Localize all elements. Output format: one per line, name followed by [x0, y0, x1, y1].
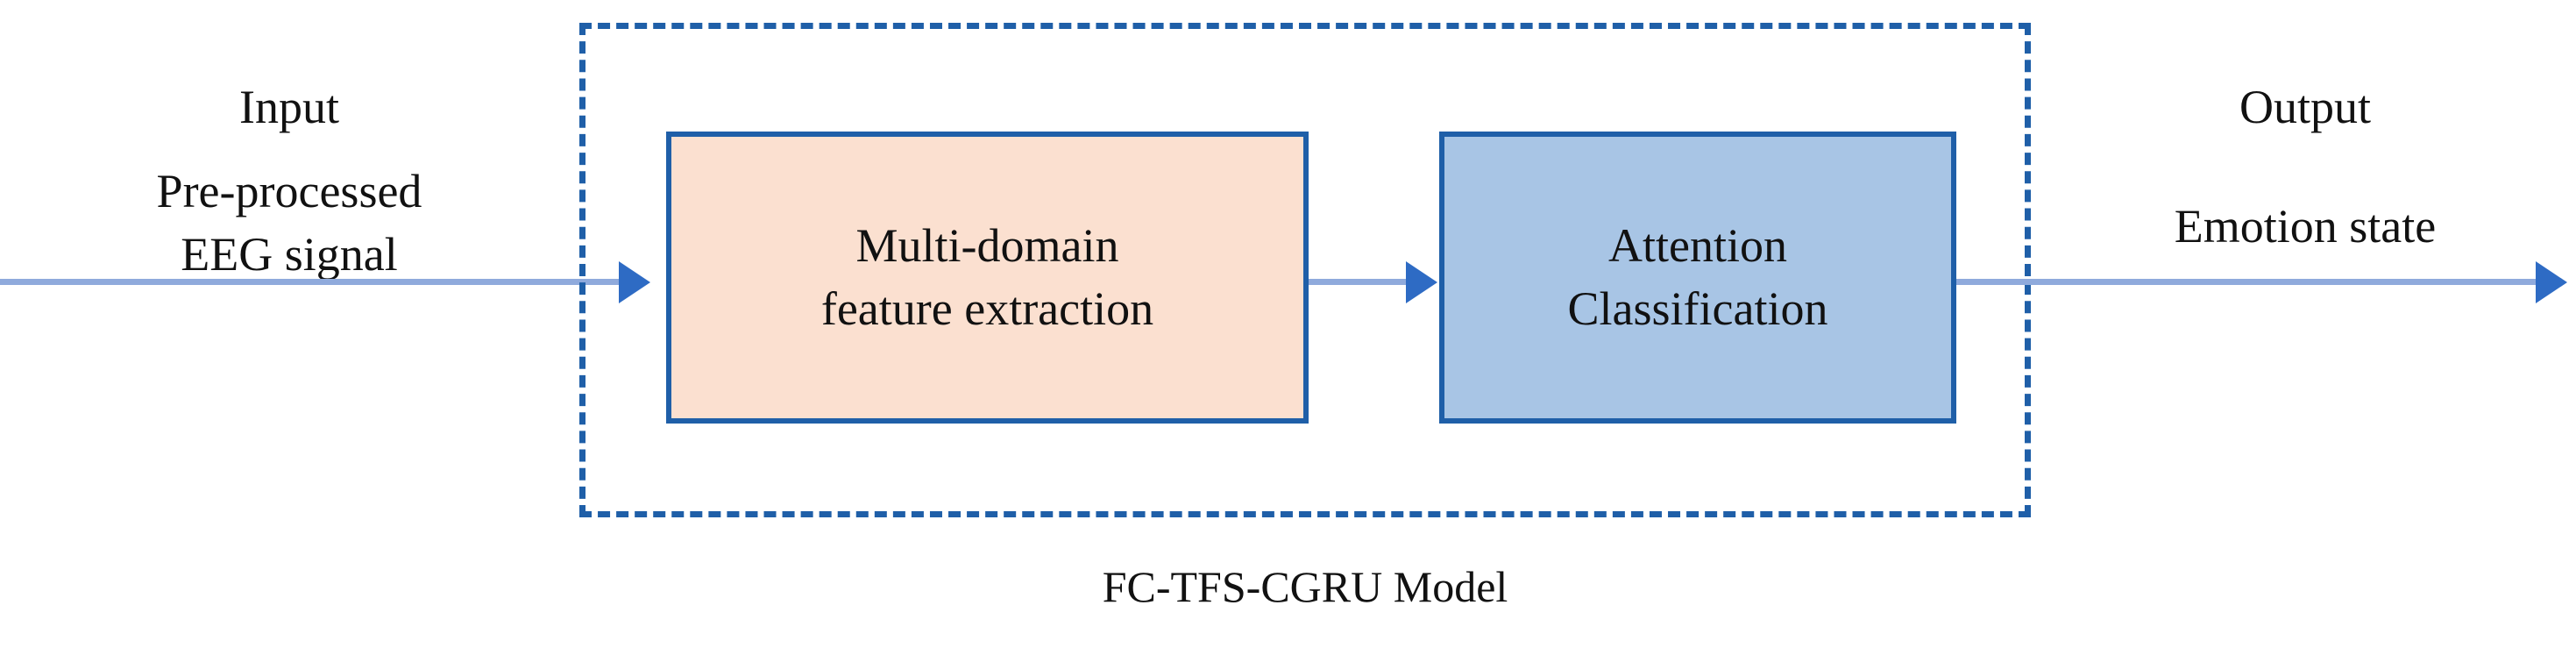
- stage-attention-line1: Attention: [1608, 219, 1787, 273]
- output-title: Output: [2147, 75, 2463, 139]
- figure-caption-text: FC-TFS-CGRU Model: [1102, 562, 1508, 611]
- input-description-line1: Pre-processed: [156, 165, 422, 217]
- figure-caption: FC-TFS-CGRU Model: [954, 561, 1656, 612]
- output-description: Emotion state: [2060, 195, 2551, 258]
- input-title-text: Input: [239, 81, 339, 133]
- connector-feature-to-attention-line: [1309, 279, 1409, 285]
- input-description-line2: EEG signal: [181, 228, 398, 281]
- input-description: Pre-processed EEG signal: [53, 160, 526, 287]
- connector-input-to-feature-arrowhead: [619, 261, 650, 303]
- output-description-line1: Emotion state: [2174, 200, 2437, 253]
- stage-feature-line1: Multi-domain: [855, 219, 1119, 273]
- input-title: Input: [131, 75, 447, 139]
- stage-feature-line2: feature extraction: [820, 281, 1154, 335]
- connector-attention-to-output-arrowhead: [2536, 261, 2567, 303]
- stage-attention-line2: Classification: [1567, 281, 1828, 335]
- stage-box-multi-domain-feature-extraction[interactable]: Multi-domain feature extraction: [666, 132, 1309, 424]
- connector-attention-to-output-line: [1956, 279, 2539, 285]
- model-frame: [579, 23, 2031, 517]
- connector-feature-to-attention-arrowhead: [1406, 261, 1437, 303]
- output-title-text: Output: [2239, 81, 2371, 133]
- connector-input-to-feature-line: [0, 279, 624, 285]
- stage-box-attention-classification[interactable]: Attention Classification: [1439, 132, 1956, 424]
